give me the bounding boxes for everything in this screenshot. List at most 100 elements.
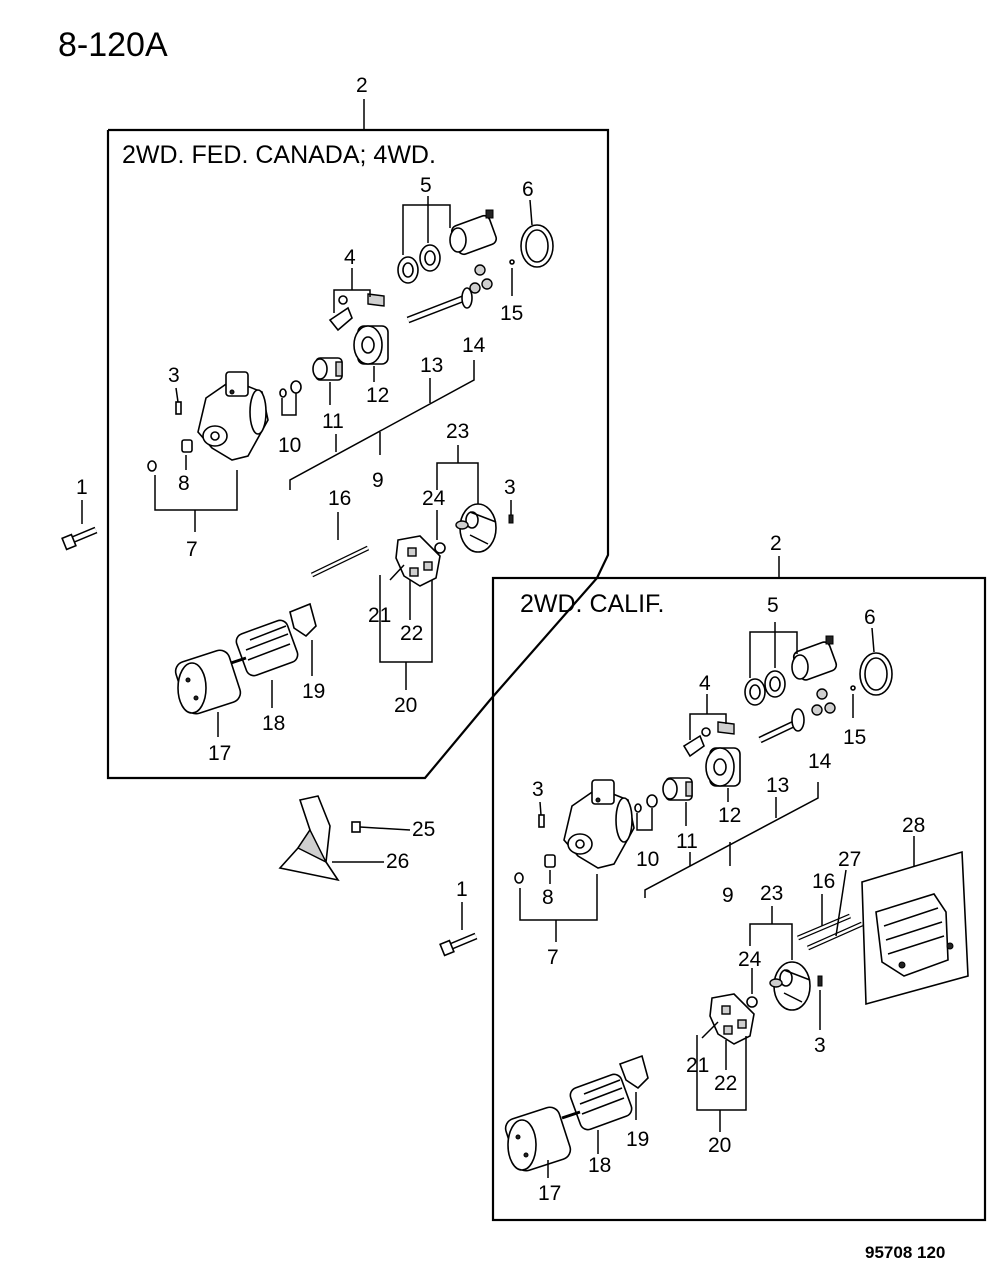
callout-yoke-b: 17 bbox=[538, 1182, 561, 1205]
callout-cover-plate: 28 bbox=[902, 814, 925, 837]
callout-rear-bracket-b: 23 bbox=[760, 882, 783, 905]
callout-through-bolt-c: 27 bbox=[838, 848, 861, 871]
callout-assembly-b: 2 bbox=[770, 532, 782, 555]
callout-ball-b: 15 bbox=[843, 726, 866, 749]
callout-gear-set-b: 9 bbox=[722, 884, 734, 907]
solenoid-part-b bbox=[744, 635, 838, 706]
brush-holder-part-b bbox=[709, 993, 755, 1045]
callout-armature: 18 bbox=[262, 712, 285, 735]
heat-shield-part bbox=[278, 795, 340, 882]
cover-plate-part bbox=[861, 850, 969, 1006]
callout-clutch: 12 bbox=[366, 384, 389, 407]
callout-bushing-b: 8 bbox=[542, 886, 554, 909]
callout-bolt: 1 bbox=[76, 476, 88, 499]
solenoid-part bbox=[397, 209, 498, 284]
lever-part bbox=[328, 293, 385, 332]
lever-part-b bbox=[682, 721, 735, 758]
callout-bolt-b: 1 bbox=[456, 878, 468, 901]
callout-spring: 22 bbox=[400, 622, 423, 645]
bearing-part bbox=[434, 542, 446, 554]
callout-brush-holder: 20 bbox=[394, 694, 417, 717]
callout-lever: 4 bbox=[344, 246, 356, 269]
screw-part-b bbox=[538, 814, 545, 828]
callout-solenoid-b: 5 bbox=[767, 594, 779, 617]
callout-ring: 10 bbox=[278, 434, 301, 457]
callout-front-bracket-b: 7 bbox=[547, 946, 559, 969]
callout-solenoid: 5 bbox=[420, 174, 432, 197]
callout-front-bracket: 7 bbox=[186, 538, 198, 561]
planet-gears-part bbox=[469, 264, 493, 294]
callout-screw-top-rear: 3 bbox=[504, 476, 516, 499]
bushing-part bbox=[181, 439, 193, 453]
callout-screw-bottom-rear: 3 bbox=[814, 1034, 826, 1057]
callout-shaft: 13 bbox=[420, 354, 443, 377]
reference-code: 95708 120 bbox=[865, 1243, 945, 1262]
rear-bracket-part-b bbox=[769, 961, 811, 1011]
callout-through-bolt-b: 16 bbox=[812, 870, 835, 893]
pinion-part bbox=[312, 357, 343, 381]
bushing-part-b bbox=[544, 854, 556, 868]
callout-brush-holder-b: 20 bbox=[708, 1134, 731, 1157]
group-frame-bottom bbox=[491, 576, 987, 1222]
page-title: 8-120A bbox=[58, 26, 168, 64]
bolt-part-b bbox=[439, 932, 478, 957]
callout-plate-b: 19 bbox=[626, 1128, 649, 1151]
callout-gasket-b: 6 bbox=[864, 606, 876, 629]
yoke-part bbox=[174, 649, 242, 715]
callout-pinion: 11 bbox=[322, 410, 344, 433]
callout-armature-b: 18 bbox=[588, 1154, 611, 1177]
callout-through-bolt: 16 bbox=[328, 487, 351, 510]
shield-bolt-part bbox=[351, 821, 361, 833]
group-fed-canada: 2 2WD. FED. CANADA; 4WD. 5 6 4 bbox=[106, 74, 610, 780]
callout-spring-b: 22 bbox=[714, 1072, 737, 1095]
callout-gear-set: 9 bbox=[372, 469, 384, 492]
callout-plate: 19 bbox=[302, 680, 325, 703]
callout-brush-b: 21 bbox=[686, 1054, 709, 1077]
group-header: 2WD. FED. CANADA; 4WD. bbox=[122, 141, 436, 169]
bolt-part bbox=[61, 526, 98, 551]
yoke-part-b bbox=[504, 1106, 572, 1172]
callout-gasket: 6 bbox=[522, 178, 534, 201]
brush-holder-part bbox=[395, 535, 441, 587]
callout-heat-shield: 26 bbox=[386, 850, 409, 873]
shaft-part-b bbox=[758, 708, 805, 744]
group-header-b: 2WD. CALIF. bbox=[520, 590, 664, 618]
screw-part bbox=[175, 401, 182, 415]
ring-part bbox=[290, 380, 302, 394]
armature-part bbox=[227, 619, 299, 677]
plate-part-b bbox=[618, 1054, 649, 1090]
callout-pinion-b: 11 bbox=[676, 830, 698, 853]
clutch-part bbox=[353, 325, 389, 365]
callout-bushing: 8 bbox=[178, 472, 190, 495]
armature-part-b bbox=[561, 1073, 633, 1131]
callout-screw-b: 3 bbox=[532, 778, 544, 801]
callout-yoke: 17 bbox=[208, 742, 231, 765]
ring-part-b bbox=[646, 794, 658, 808]
front-bracket-part-b bbox=[563, 779, 635, 869]
callout-bearing-b: 24 bbox=[738, 948, 762, 971]
callout-rear-bracket: 23 bbox=[446, 420, 469, 443]
clutch-part-b bbox=[705, 747, 741, 787]
callout-screw: 3 bbox=[168, 364, 180, 387]
pinion-part-b bbox=[662, 777, 693, 801]
callout-shield-bolt: 25 bbox=[412, 818, 435, 841]
ball-part-b bbox=[850, 685, 856, 691]
callout-ball: 15 bbox=[500, 302, 523, 325]
callout-bearing: 24 bbox=[422, 487, 446, 510]
callout-brush: 21 bbox=[368, 604, 391, 627]
bearing-part-b bbox=[746, 996, 758, 1008]
ball-part bbox=[509, 259, 515, 265]
callout-planet-gears-b: 14 bbox=[808, 750, 832, 773]
plate-part bbox=[289, 602, 317, 638]
rear-bracket-part bbox=[455, 503, 497, 553]
planet-gears-part-b bbox=[811, 688, 836, 716]
shaft-part bbox=[406, 287, 473, 324]
callout-clutch-b: 12 bbox=[718, 804, 741, 827]
callout-ring-b: 10 bbox=[636, 848, 659, 871]
front-bracket-part bbox=[197, 371, 269, 461]
callout-planet-gears: 14 bbox=[462, 334, 486, 357]
callout-shaft-b: 13 bbox=[766, 774, 789, 797]
group-frame-top bbox=[106, 128, 610, 780]
callout-lever-b: 4 bbox=[699, 672, 711, 695]
